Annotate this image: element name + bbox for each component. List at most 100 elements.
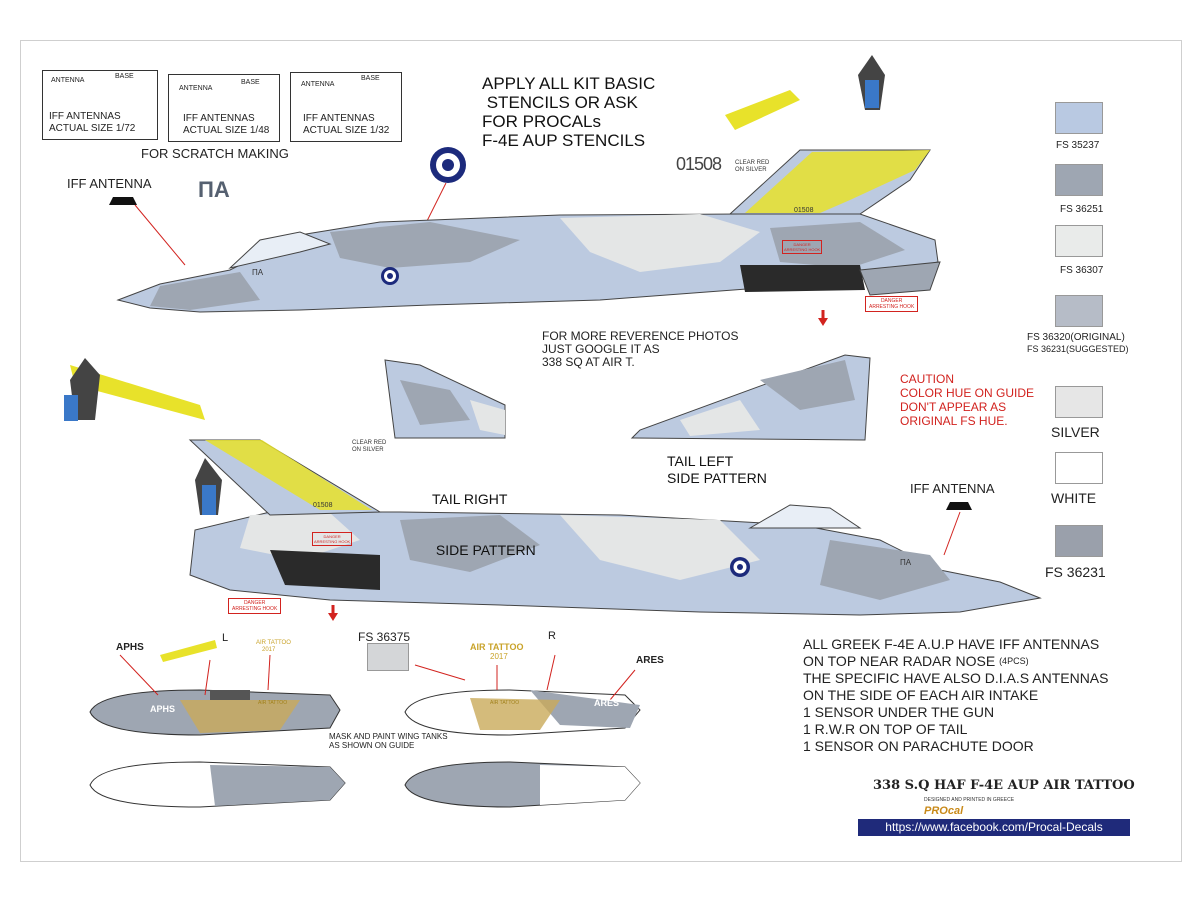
danger-word: DANGER (793, 242, 811, 247)
tail-right-line: SIDE PATTERN (432, 542, 536, 558)
caution-line: CAUTION (900, 372, 954, 386)
air-tattoo-year-r: 2017 (490, 652, 508, 661)
iff-antenna-label-bottom: IFF ANTENNA (910, 481, 995, 496)
bottom-canopy (748, 504, 862, 529)
swatch-label: FS 35237 (1056, 140, 1100, 151)
credit-word: AND (951, 797, 962, 803)
danger-sub: ARRESTING HOOK (869, 304, 915, 310)
code-letters-small-top: ΠΑ (252, 268, 264, 277)
note-line: THE SPECIFIC HAVE ALSO D.I.A.S ANTENNAS (803, 670, 1109, 686)
swatch-fs36251 (1055, 164, 1103, 196)
clear-red-line: CLEAR RED (352, 440, 387, 446)
antenna-box-172: ANTENNA BASE IFF ANTENNAS ACTUAL SIZE 1/… (42, 70, 158, 140)
iff-antenna-label-top: IFF ANTENNA (67, 176, 152, 191)
note-line: 1 SENSOR UNDER THE GUN (803, 704, 995, 720)
tail-right-line: TAIL RIGHT (432, 491, 508, 507)
antenna-box-148: ANTENNA BASE IFF ANTENNAS ACTUAL SIZE 1/… (168, 74, 280, 142)
base-label: BASE (361, 75, 380, 82)
right-marker: R (548, 630, 556, 642)
danger-stencil-top-a: DANGER ARRESTING HOOK (782, 240, 823, 254)
swatch-silver (1055, 386, 1103, 418)
antenna-label: ANTENNA (179, 85, 213, 92)
clear-red-note-top: CLEAR RED ON SILVER (735, 160, 769, 174)
swatch-label: FS 36320(ORIGINAL) (1027, 332, 1125, 343)
antenna-caption-1: IFF ANTENNAS (49, 111, 121, 122)
iff-antenna-bottom-shape (946, 502, 972, 510)
danger-stencil-bottom-b: DANGER ARRESTING HOOK (228, 598, 282, 614)
air-tattoo-tank-r: AIR TATTOO (490, 700, 520, 706)
base-label: BASE (115, 73, 134, 80)
swatch-label: FS 36231 (1045, 564, 1106, 580)
sheet-title: 338 S.Q HAF F-4E AUP AIR TATTOO (873, 778, 1135, 793)
credit-word: DESIGNED (924, 797, 951, 803)
swatch-label: FS 36307 (1060, 265, 1104, 276)
bottom-aircraft (188, 439, 1042, 621)
top-canopy (228, 231, 332, 269)
antenna-notes: ALL GREEK F-4E A.U.P HAVE IFF ANTENNAS O… (803, 636, 1108, 755)
antenna-caption-1: IFF ANTENNAS (303, 113, 375, 124)
stencil-line: APPLY ALL KIT BASIC (482, 74, 656, 93)
iff-leader-top (134, 204, 186, 266)
tail-decal-bottom (70, 365, 205, 420)
swatch-white (1055, 452, 1103, 484)
serial-small-top: 01508 (794, 207, 814, 214)
note-line: 1 SENSOR ON PARACHUTE DOOR (803, 738, 1034, 754)
antenna-label: ANTENNA (301, 81, 335, 88)
caution-line: COLOR HUE ON GUIDE (900, 386, 1035, 400)
caution-note: CAUTION COLOR HUE ON GUIDE DON'T APPEAR … (900, 372, 1034, 428)
antenna-label: ANTENNA (51, 77, 85, 84)
swatch-label: FS 36251 (1060, 204, 1104, 215)
note-line: ON THE SIDE OF EACH AIR INTAKE (803, 687, 1039, 703)
scratch-note: FOR SCRATCH MAKING (141, 146, 289, 161)
air-tattoo-label-l: AIR TATTOO (256, 640, 291, 646)
antenna-box-132: ANTENNA BASE IFF ANTENNAS ACTUAL SIZE 1/… (290, 72, 402, 142)
reference-line: 338 SQ AT AIR T. (542, 355, 635, 369)
facebook-link[interactable]: https://www.facebook.com/Procal-Decals (858, 819, 1130, 836)
bottom-intake-shadow (270, 550, 380, 590)
swatch-fs36231 (1055, 525, 1103, 557)
air-tattoo-tank-l: AIR TATTOO (258, 700, 288, 706)
caution-line: ORIGINAL FS HUE. (900, 414, 1008, 428)
danger-sub: ARRESTING HOOK (232, 606, 278, 612)
brand-logo: PROcal (924, 805, 964, 817)
tail-decal-top (725, 90, 800, 130)
danger-stencil-top-b: DANGER ARRESTING HOOK (865, 296, 919, 312)
fs36375-label: FS 36375 (358, 630, 411, 644)
mask-line: MASK AND PAINT WING TANKS (329, 732, 448, 741)
aphs-tank-label: APHS (150, 704, 176, 714)
antenna-caption-2: ACTUAL SIZE 1/72 (49, 123, 136, 134)
stencil-line: F-4E AUP STENCILS (482, 131, 646, 150)
left-marker: L (222, 632, 229, 644)
mask-line: AS SHOWN ON GUIDE (329, 741, 415, 750)
danger-stencil-bottom-a: DANGER ARRESTING HOOK (312, 532, 353, 546)
antenna-caption-2: ACTUAL SIZE 1/32 (303, 125, 390, 136)
clear-red-line: CLEAR RED (735, 160, 770, 166)
top-aircraft (116, 149, 941, 326)
code-letters-big: ΠΑ (198, 177, 230, 202)
danger-word: DANGER (323, 534, 341, 539)
caution-line: DON'T APPEAR AS (900, 400, 1007, 414)
reference-note: FOR MORE REVERENCE PHOTOS JUST GOOGLE IT… (542, 330, 738, 369)
antenna-caption-1: IFF ANTENNAS (183, 113, 255, 124)
ares-tank-label: ARES (594, 698, 620, 708)
iff-antenna-top-shape (109, 197, 137, 205)
clear-red-line: ON SILVER (352, 447, 384, 453)
base-label: BASE (241, 79, 260, 86)
danger-word: DANGER (243, 600, 266, 606)
swatch-fs36307 (1055, 225, 1103, 257)
stencil-line: STENCILS OR ASK (482, 93, 638, 112)
serial-big: 01508 (676, 154, 722, 174)
swatch-fs36320 (1055, 295, 1103, 327)
tail-left-line: SIDE PATTERN (667, 470, 767, 486)
danger-sub: ARRESTING HOOK (784, 247, 821, 252)
mask-note: MASK AND PAINT WING TANKS AS SHOWN ON GU… (329, 732, 448, 750)
code-letters-small-bottom: ΠΑ (900, 558, 912, 567)
danger-word: DANGER (880, 298, 903, 304)
danger-sub: ARRESTING HOOK (314, 539, 351, 544)
swatch-label-2: FS 36231(SUGGESTED) (1027, 344, 1129, 354)
serial-small-bottom: 01508 (313, 502, 333, 509)
note-line: ALL GREEK F-4E A.U.P HAVE IFF ANTENNAS (803, 636, 1100, 652)
reference-line: JUST GOOGLE IT AS (542, 342, 660, 356)
reference-line: FOR MORE REVERENCE PHOTOS (542, 329, 739, 343)
